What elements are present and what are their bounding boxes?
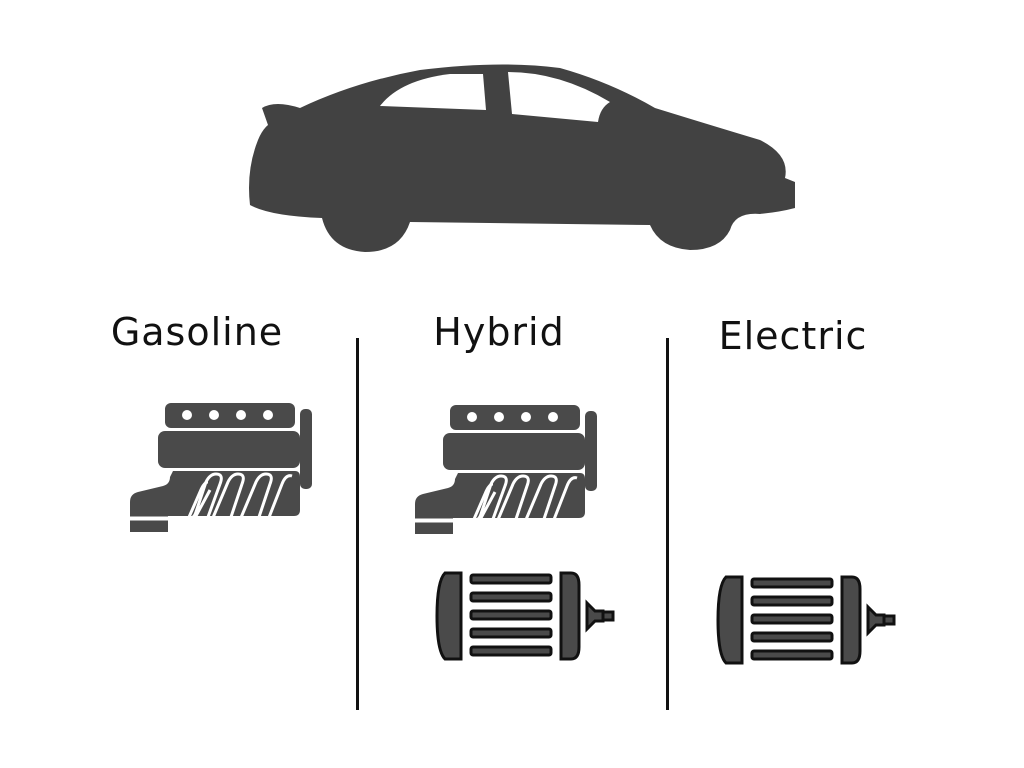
engine-icon [128, 401, 314, 534]
engine-icon [413, 403, 599, 536]
column-divider [666, 338, 669, 710]
electric-motor-icon [435, 571, 615, 661]
column-label-gasoline: Gasoline [110, 310, 284, 354]
electric-motor-icon [716, 575, 896, 665]
column-label-hybrid: Hybrid [433, 310, 565, 354]
column-divider [356, 338, 359, 710]
car-silhouette [249, 64, 795, 252]
column-label-electric: Electric [718, 314, 868, 358]
